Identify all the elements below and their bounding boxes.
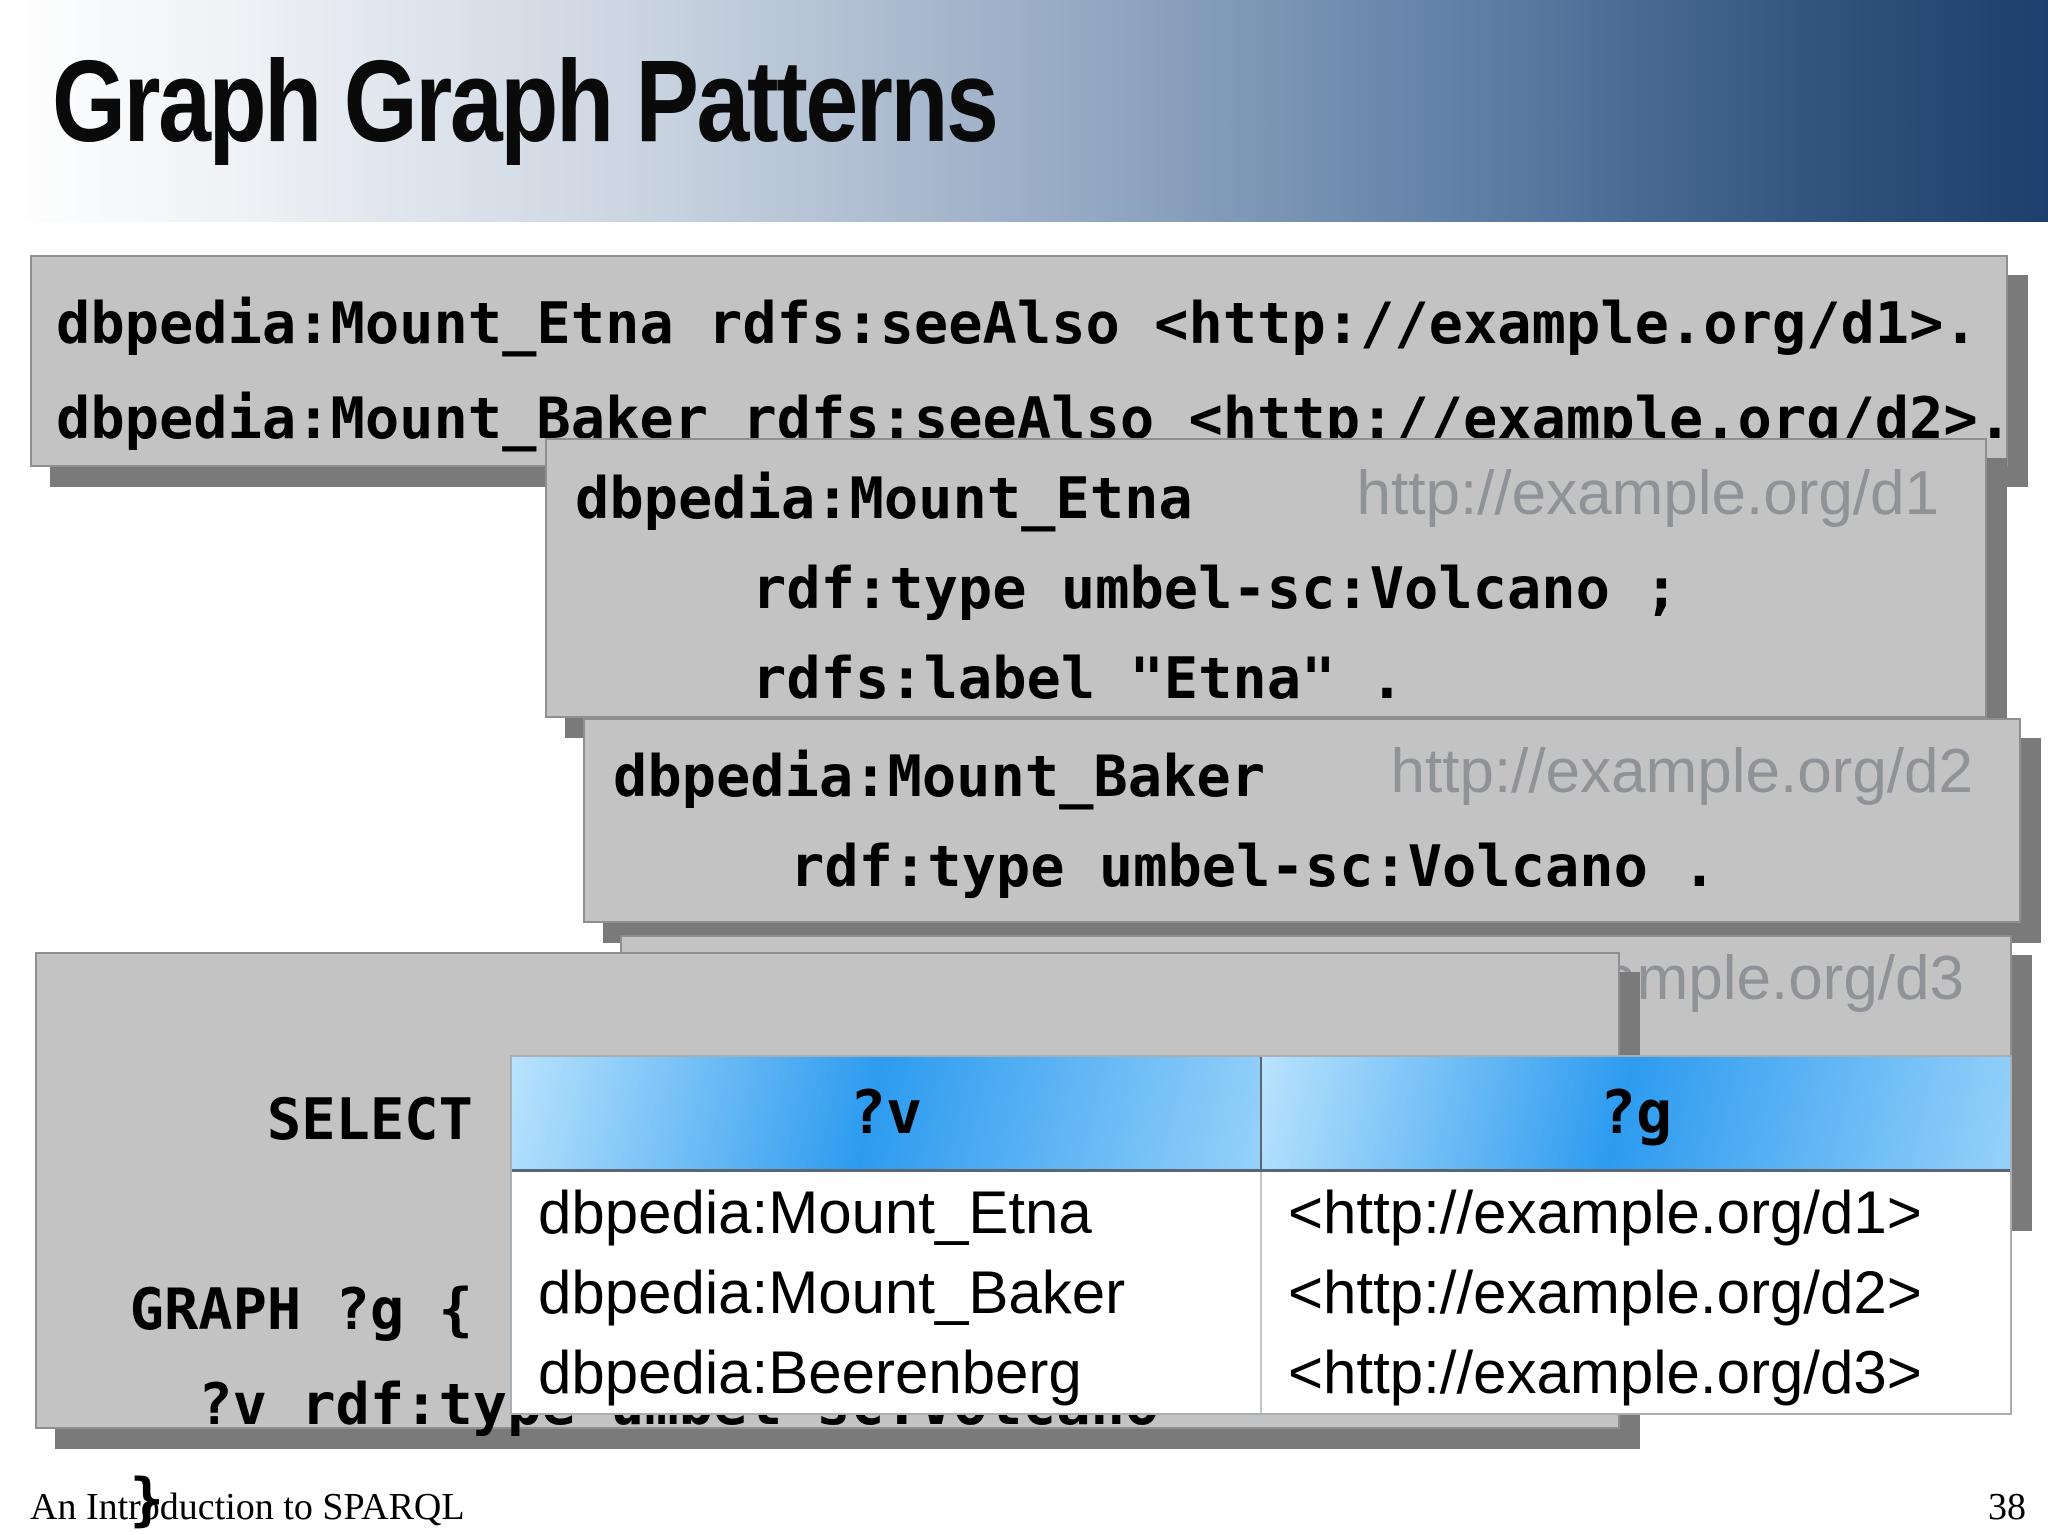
- cell-g: <http://example.org/d3>: [1260, 1332, 2010, 1413]
- results-table: ?v ?g dbpedia:Mount_Etna <http://example…: [510, 1055, 2012, 1415]
- triple-line: dbpedia:Mount_Etna rdfs:seeAlso <http://…: [56, 291, 1978, 357]
- named-graph-box-d1: dbpedia:Mount_Etna http://example.org/d1…: [545, 438, 1987, 718]
- column-header-v: ?v: [512, 1057, 1260, 1169]
- query-line: GRAPH ?g {: [61, 1277, 473, 1343]
- triple-line: rdfs:label "Etna" .: [752, 646, 1405, 712]
- cell-g: <http://example.org/d2>: [1260, 1252, 2010, 1333]
- table-row: dbpedia:Mount_Etna <http://example.org/d…: [512, 1172, 2010, 1253]
- table-row: dbpedia:Beerenberg <http://example.org/d…: [512, 1332, 2010, 1413]
- named-graph-box-d2: dbpedia:Mount_Baker http://example.org/d…: [583, 718, 2021, 923]
- graph-uri-label: http://example.org/d1: [1356, 459, 1939, 528]
- default-graph-box: dbpedia:Mount_Etna rdfs:seeAlso <http://…: [30, 255, 2012, 467]
- graph-subject: dbpedia:Mount_Etna: [575, 466, 1193, 532]
- table-row: dbpedia:Mount_Baker <http://example.org/…: [512, 1252, 2010, 1333]
- cell-v: dbpedia:Mount_Baker: [538, 1258, 1126, 1326]
- page-number: 38: [1988, 1486, 2026, 1528]
- cell-v: dbpedia:Mount_Etna: [538, 1178, 1092, 1246]
- column-header-g: ?g: [1260, 1057, 2010, 1169]
- cell-v: dbpedia:Beerenberg: [538, 1339, 1082, 1407]
- cell-g: <http://example.org/d1>: [1260, 1172, 2010, 1253]
- graph-subject: dbpedia:Mount_Baker: [613, 744, 1266, 810]
- graph-uri-label: http://example.org/d2: [1390, 737, 1973, 806]
- results-table-header: ?v ?g: [512, 1057, 2010, 1172]
- triple-line: rdf:type umbel-sc:Volcano .: [790, 834, 1717, 900]
- footer-title: An Introduction to SPARQL: [30, 1486, 465, 1528]
- triple-line: rdf:type umbel-sc:Volcano ;: [752, 556, 1679, 622]
- slide-title: Graph Graph Patterns: [52, 36, 999, 166]
- query-line: }: [61, 1467, 164, 1533]
- header-banner: Graph Graph Patterns: [0, 0, 2048, 222]
